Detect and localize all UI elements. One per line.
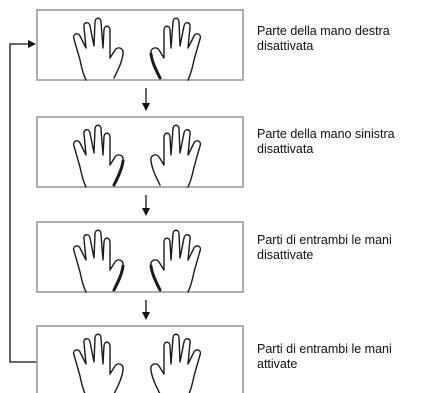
step-label-line2: disattivata — [257, 39, 314, 53]
step-1 — [36, 9, 244, 81]
step-box — [36, 116, 244, 188]
step-4 — [36, 325, 244, 393]
loop-back-arrow-icon — [9, 40, 38, 363]
step-3 — [36, 221, 244, 293]
step-box — [36, 9, 244, 81]
step-label-line2: attivate — [257, 357, 298, 371]
step-label-line1: Parte della mano destra — [257, 24, 390, 38]
highlighted-hand-edge — [149, 52, 162, 80]
highlighted-hand-edge — [112, 264, 125, 292]
step-label-line1: Parti di entrambi le mani — [257, 342, 392, 356]
highlighted-hand-edge — [149, 264, 162, 292]
step-box — [36, 325, 244, 393]
step-label-line1: Parti di entrambi le mani — [257, 233, 392, 247]
step-label-line2: disattivate — [257, 248, 314, 262]
step-2 — [36, 116, 244, 188]
step-label-line1: Parte della mano sinistra — [257, 127, 395, 141]
step-label-line2: disattivata — [257, 142, 314, 156]
highlighted-hand-edge — [112, 159, 125, 187]
step-box — [36, 221, 244, 293]
